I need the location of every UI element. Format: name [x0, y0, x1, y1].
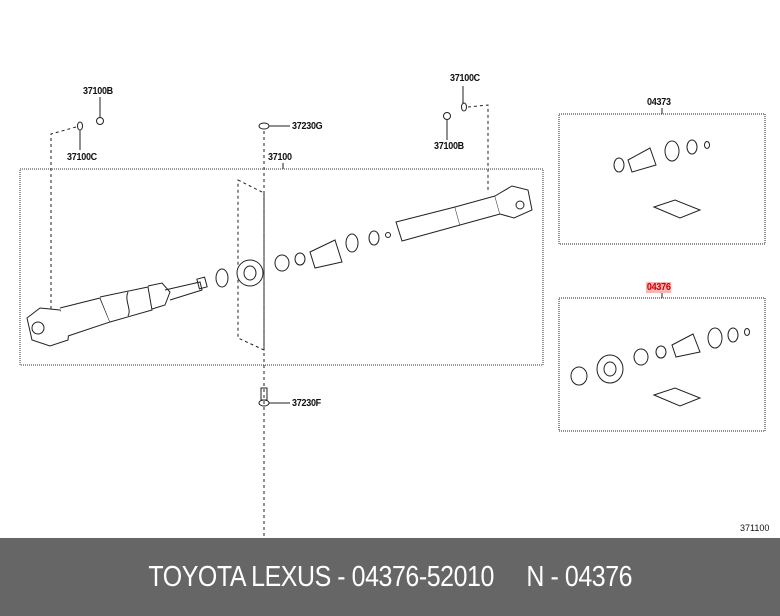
main-assembly-box [19, 168, 544, 366]
parts-diagram: 37100B 37100C 37230G 37100 37100C 37100B… [19, 73, 770, 538]
label-37100[interactable]: 37100 [268, 152, 292, 163]
illustration-ref-number: 371100 [740, 523, 770, 533]
label-37100b-right[interactable]: 37100B [434, 141, 464, 152]
label-37100c-left[interactable]: 37100C [67, 152, 97, 163]
label-37230g[interactable]: 37230G [292, 121, 323, 132]
kit-04373-box [558, 113, 766, 245]
diagram-drawing [19, 86, 766, 538]
label-37100c-right[interactable]: 37100C [450, 73, 480, 84]
footer-part-text: TOYOTA LEXUS - 04376-52010 N - 04376 [148, 560, 632, 593]
label-04376-highlighted[interactable]: 04376 [646, 282, 672, 293]
label-37100b-left[interactable]: 37100B [83, 86, 113, 97]
kit-04376-box [558, 297, 766, 432]
label-37230f[interactable]: 37230F [292, 398, 321, 409]
label-04373[interactable]: 04373 [647, 97, 671, 108]
part-number-footer: TOYOTA LEXUS - 04376-52010 N - 04376 [0, 538, 780, 616]
